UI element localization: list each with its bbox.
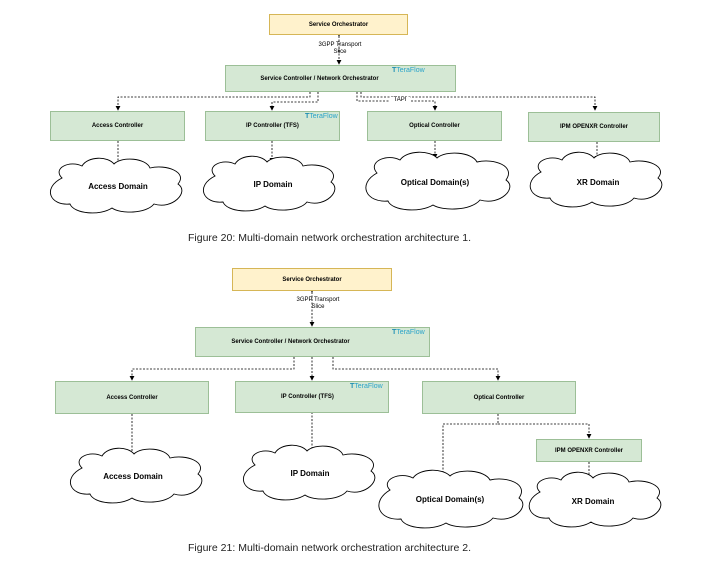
fig2-ip-domain-label: IP Domain: [290, 468, 330, 478]
fig1-access-controller: Access Controller: [50, 111, 185, 141]
fig1-sc-access-link: [115, 88, 313, 111]
fig2-xr-domain-label: XR Domain: [571, 496, 615, 506]
fig2-ip-controller: IP Controller (TFS): [235, 381, 389, 413]
fig2-access-controller: Access Controller: [55, 381, 209, 414]
fig1-tapi-label: TAPI: [390, 97, 410, 104]
fig2-slice-label: 3GPP Transport Slice: [296, 297, 340, 310]
fig1-service-orchestrator-label: Service Orchestrator: [308, 21, 369, 28]
fig1-sc-ip-link: [269, 88, 321, 111]
fig1-optical-domain-label: Optical Domain(s): [400, 177, 470, 187]
fig2-service-orchestrator: Service Orchestrator: [232, 268, 392, 291]
fig1-ipm-controller: IPM OPENXR Controller: [528, 112, 660, 142]
fig1-caption: Figure 20: Multi-domain network orchestr…: [188, 232, 472, 244]
fig1-xr-domain-label: XR Domain: [576, 177, 620, 187]
fig2-optical-controller: Optical Controller: [422, 381, 576, 414]
fig1-ip-domain-cloud: [203, 155, 336, 212]
fig1-xr-domain-cloud: [529, 151, 663, 208]
fig1-access-domain-cloud: [50, 157, 183, 214]
fig1-sc-ipm-link: [358, 88, 598, 111]
fig1-service-controller: Service Controller / Network Orchestrato…: [225, 65, 456, 92]
fig2-optical-domain-label: Optical Domain(s): [415, 494, 485, 504]
fig1-ip-domain-label: IP Domain: [253, 179, 293, 189]
fig2-ip-domain-cloud: [243, 444, 376, 501]
fig2-ip-teraflow-logo: TTeraFlow: [350, 383, 383, 390]
fig1-service-orchestrator: Service Orchestrator: [269, 14, 408, 35]
fig2-ipm-controller: IPM OPENXR Controller: [536, 439, 642, 462]
fig1-slice-label: 3GPP Transport Slice: [318, 42, 362, 55]
fig2-access-domain-cloud: [70, 447, 203, 504]
fig2-caption: Figure 21: Multi-domain network orchestr…: [188, 542, 472, 554]
fig1-optical-domain-cloud: [365, 151, 511, 211]
fig2-sc-teraflow-logo: TTeraFlow: [392, 329, 425, 336]
fig1-optical-controller: Optical Controller: [367, 111, 502, 141]
fig2-optical-domain-cloud: [378, 469, 524, 529]
fig1-service-controller-label: Service Controller / Network Orchestrato…: [260, 75, 379, 82]
fig1-access-domain-label: Access Domain: [88, 181, 148, 191]
fig2-xr-domain-cloud: [528, 471, 662, 528]
fig2-service-controller: Service Controller / Network Orchestrato…: [195, 327, 430, 357]
fig1-ip-teraflow-logo: TTeraFlow: [305, 113, 338, 120]
fig1-ip-controller: IP Controller (TFS): [205, 111, 340, 141]
fig2-access-domain-label: Access Domain: [103, 471, 163, 481]
fig1-sc-teraflow-logo: TTeraFlow: [392, 67, 425, 74]
